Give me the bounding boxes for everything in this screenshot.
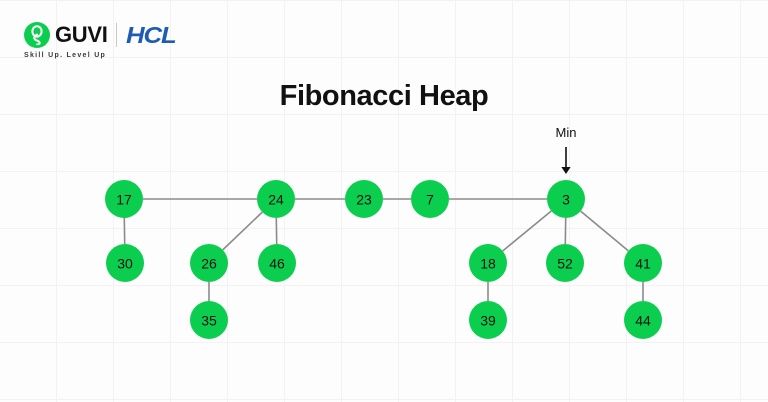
heap-node-circle-35[interactable] [190, 301, 228, 339]
heap-node[interactable]: 26 [190, 244, 228, 282]
heap-node[interactable]: 44 [624, 301, 662, 339]
heap-node-label-26: 26 [201, 256, 217, 272]
edge-24-26 [222, 211, 263, 251]
heap-node-label-35: 35 [201, 313, 217, 329]
edges-layer [123, 198, 644, 301]
heap-node[interactable]: 17 [105, 180, 143, 218]
heap-node-circle-17[interactable] [105, 180, 143, 218]
annotations-layer: Min [556, 125, 577, 174]
heap-node-circle-30[interactable] [106, 244, 144, 282]
heap-node-label-3: 3 [562, 192, 570, 208]
heap-node-circle-39[interactable] [469, 301, 507, 339]
heap-node[interactable]: 23 [345, 180, 383, 218]
heap-node-label-24: 24 [268, 192, 284, 208]
heap-node-circle-44[interactable] [624, 301, 662, 339]
heap-node-label-18: 18 [480, 256, 496, 272]
heap-node[interactable]: 7 [411, 180, 449, 218]
heap-node-label-7: 7 [426, 192, 434, 208]
min-annotation-label: Min [556, 125, 577, 140]
heap-node-circle-18[interactable] [469, 244, 507, 282]
page-title: Fibonacci Heap [279, 80, 489, 112]
heap-node[interactable]: 18 [469, 244, 507, 282]
heap-node[interactable]: 35 [190, 301, 228, 339]
heap-node[interactable]: 46 [258, 244, 296, 282]
guvi-wordmark: GUVI [55, 22, 108, 47]
heap-node-label-41: 41 [635, 256, 651, 272]
heap-node[interactable]: 52 [546, 244, 584, 282]
guvi-logo-icon [24, 22, 50, 48]
heap-node-label-39: 39 [480, 313, 496, 329]
brand-logo-bar: GUVI HCL [24, 22, 176, 48]
heap-node-circle-24[interactable] [257, 180, 295, 218]
heap-node-circle-23[interactable] [345, 180, 383, 218]
nodes-layer: 17 24 23 7 3 30 26 46 18 52 41 35 39 44 [105, 180, 662, 339]
edge-3-41 [580, 210, 629, 252]
heap-node[interactable]: 3 [547, 180, 585, 218]
heap-node-circle-41[interactable] [624, 244, 662, 282]
heap-node[interactable]: 41 [624, 244, 662, 282]
heap-node-label-46: 46 [269, 256, 285, 272]
heap-node-label-17: 17 [116, 192, 132, 208]
heap-node-circle-7[interactable] [411, 180, 449, 218]
heap-node-circle-46[interactable] [258, 244, 296, 282]
heap-node-label-23: 23 [356, 192, 372, 208]
heap-node-circle-52[interactable] [546, 244, 584, 282]
heap-node-circle-26[interactable] [190, 244, 228, 282]
guvi-tagline: Skill Up. Level Up [24, 52, 107, 59]
heap-node[interactable]: 30 [106, 244, 144, 282]
hcl-wordmark: HCL [125, 21, 177, 48]
logo-divider [115, 23, 117, 47]
heap-node-circle-3[interactable] [547, 180, 585, 218]
edge-3-18 [502, 210, 552, 252]
heap-node[interactable]: 24 [257, 180, 295, 218]
heap-node-label-30: 30 [117, 256, 133, 272]
heap-node-label-44: 44 [635, 313, 651, 329]
heap-node-label-52: 52 [557, 256, 573, 272]
heap-node[interactable]: 39 [469, 301, 507, 339]
min-arrow-head-icon [561, 167, 571, 174]
